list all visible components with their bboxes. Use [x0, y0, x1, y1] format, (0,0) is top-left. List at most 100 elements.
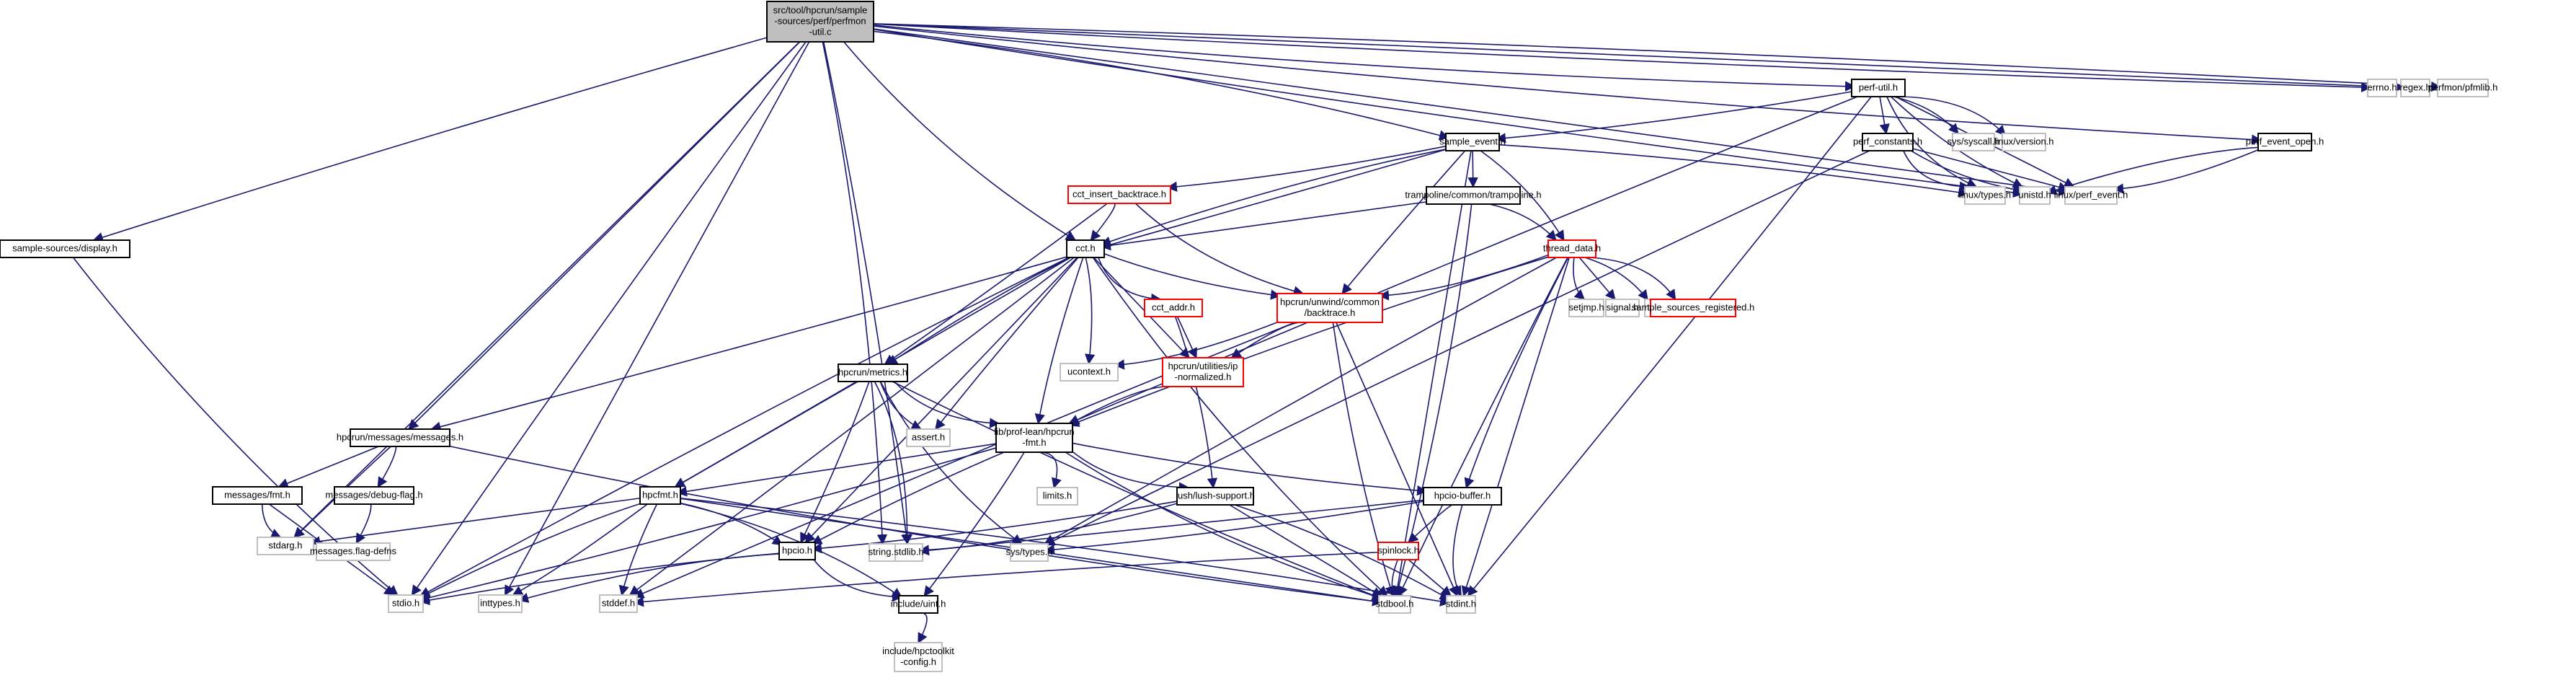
edge-hpcrun_fmt-to-stdbool	[1065, 451, 1383, 601]
edge-root-to-unistd	[870, 28, 2024, 198]
node-messages[interactable]: hpcrun/messages/messages.h	[337, 428, 463, 447]
node-linux-types: linux/types.h	[1959, 186, 2011, 205]
node-signal: signal.h	[1605, 299, 1640, 317]
node-hpcio[interactable]: hpcio.h	[778, 542, 816, 560]
node-label: lush/lush-support.h	[1176, 490, 1255, 501]
edge-hpcfmt-to-stddef	[618, 503, 658, 596]
edge-backtrace-to-stdint	[1336, 322, 1459, 597]
node-hpcfmt[interactable]: hpcfmt.h	[639, 486, 681, 505]
edge-root-to-cct	[843, 41, 1077, 241]
node-label: inttypes.h	[480, 597, 520, 608]
edge-thread_data-to-backtrace	[1378, 253, 1552, 301]
edge-trampoline-to-thread_data	[1489, 203, 1557, 242]
node-box	[2002, 133, 2046, 151]
edge-root-to-stdarg	[293, 41, 800, 539]
node-cct-insert[interactable]: cct_insert_backtrace.h	[1067, 185, 1171, 204]
node-label: sample_sources_registered.h	[1632, 301, 1755, 312]
node-lush[interactable]: lush/lush-support.h	[1176, 487, 1255, 506]
node-ss-registered[interactable]: sample_sources_registered.h	[1632, 299, 1755, 317]
node-label: perf-util.h	[1859, 81, 1898, 92]
node-metrics[interactable]: hpcrun/metrics.h	[838, 363, 908, 382]
node-label: hpcfmt.h	[642, 489, 678, 500]
node-box	[350, 428, 450, 447]
node-perf-constants[interactable]: perf_constants.h	[1853, 133, 1922, 151]
node-msg-fmt[interactable]: messages/fmt.h	[212, 486, 303, 505]
node-stdlib: stdlib.h	[894, 543, 924, 562]
node-label: hpcrun/utilities/ip	[1168, 361, 1238, 371]
edge-trampoline-to-stdbool	[1393, 203, 1473, 597]
node-label: stddef.h	[602, 597, 635, 608]
node-box	[995, 423, 1073, 453]
node-hpcio-buffer[interactable]: hpcio-buffer.h	[1423, 487, 1502, 506]
node-label: thread_data.h	[1543, 242, 1601, 253]
edge-thread_data-to-signal	[1578, 257, 1616, 301]
node-label: sys/types.h	[1005, 546, 1052, 557]
edge-msg_fmt-to-stdarg	[261, 503, 282, 539]
edge-metrics-to-stdbool	[892, 381, 1383, 600]
edge-perf_constants-to-linux_types	[1903, 150, 1971, 193]
node-label: stdbool.h	[1376, 598, 1414, 609]
node-box	[1276, 293, 1383, 323]
node-box	[1423, 487, 1502, 506]
node-trampoline[interactable]: trampoline/common/trampoline.h	[1405, 186, 1542, 205]
node-box	[2064, 186, 2118, 205]
edge-hpcio_buffer-to-spinlock	[1407, 504, 1453, 543]
node-box	[212, 486, 303, 505]
edge-perf_constants-to-linux_perf_event	[1909, 147, 2069, 193]
node-spinlock[interactable]: spinlock.h	[1377, 542, 1419, 560]
edge-root-to-string	[822, 41, 888, 545]
edge-trampoline-to-cct	[1100, 201, 1430, 251]
node-perf-event-open[interactable]: perf_event_open.h	[2246, 133, 2324, 151]
edge-thread_data-to-stdbool	[1398, 257, 1568, 597]
edge-thread_data-to-hpcrun_fmt	[1068, 255, 1552, 427]
edge-cct_insert-to-cct	[1090, 203, 1116, 242]
node-cct-addr[interactable]: cct_addr.h	[1144, 299, 1203, 317]
node-label: unistd.h	[2018, 189, 2051, 200]
node-debug-flag[interactable]: messages/debug-flag.h	[325, 486, 423, 505]
edge-hpcio_buffer-to-stdint	[1452, 504, 1463, 597]
node-backtrace[interactable]: hpcrun/unwind/common/backtrace.h	[1276, 293, 1383, 323]
node-label: hpcrun/messages/messages.h	[337, 431, 463, 442]
node-sample-event[interactable]: sample_event.h	[1439, 133, 1506, 151]
node-hpcrun-fmt[interactable]: lib/prof-lean/hpcrun-fmt.h	[994, 423, 1075, 453]
edge-cct-to-metrics	[887, 257, 1071, 365]
edge-lush-to-stdbool	[1229, 504, 1383, 597]
edge-perf_util-to-stdint	[1467, 96, 1872, 597]
node-box	[2400, 79, 2430, 97]
edge-hpcrun_fmt-to-hpcio	[811, 451, 1005, 545]
node-cct[interactable]: cct.h	[1066, 239, 1105, 258]
node-label: perfmon/pfmlib.h	[2428, 81, 2498, 92]
node-ip-normalized[interactable]: hpcrun/utilities/ip-normalized.h	[1162, 357, 1244, 387]
node-label: setjmp.h	[1568, 301, 1604, 312]
node-perf-util[interactable]: perf-util.h	[1851, 79, 1906, 97]
edge-cct-to-assert	[935, 257, 1079, 431]
node-label: -config.h	[900, 656, 936, 667]
edge-perf_util-to-linux_version	[1901, 96, 2006, 136]
node-box	[1060, 363, 1119, 382]
node-label: stdint.h	[1446, 598, 1476, 609]
node-box	[1851, 79, 1906, 97]
edge-root-to-pfmlib	[870, 23, 2442, 92]
edge-uint-to-hpctoolkit_config	[918, 612, 928, 644]
node-box	[869, 543, 899, 562]
node-uint[interactable]: include/uint.h	[891, 595, 946, 614]
node-box	[906, 428, 951, 447]
node-linux-perf-event: linux/perf_event.h	[2054, 186, 2128, 205]
edge-hpcrun_fmt-to-hpcio_buffer	[1069, 441, 1428, 496]
node-label: sample_event.h	[1439, 136, 1506, 146]
edge-lush-to-hpcio	[811, 500, 1181, 554]
edge-perf_util-to-linux_types	[1886, 96, 1978, 188]
edge-messages-to-stdarg	[293, 446, 391, 538]
edge-hpcrun_fmt-to-lush	[1069, 449, 1190, 493]
node-display[interactable]: sample-sources/display.h	[0, 239, 130, 258]
node-box	[0, 239, 130, 258]
edge-hpcfmt-to-inttypes	[512, 503, 648, 596]
node-stdint: stdint.h	[1446, 595, 1476, 614]
node-root[interactable]: src/tool/hpcrun/sample-sources/perf/perf…	[766, 1, 874, 43]
node-thread-data[interactable]: thread_data.h	[1543, 239, 1601, 258]
edge-hpcfmt-to-stdint	[677, 497, 1451, 607]
edge-root-to-inttypes	[504, 41, 810, 596]
node-box	[2019, 186, 2051, 205]
node-box	[257, 537, 314, 555]
node-unistd: unistd.h	[2018, 186, 2051, 205]
